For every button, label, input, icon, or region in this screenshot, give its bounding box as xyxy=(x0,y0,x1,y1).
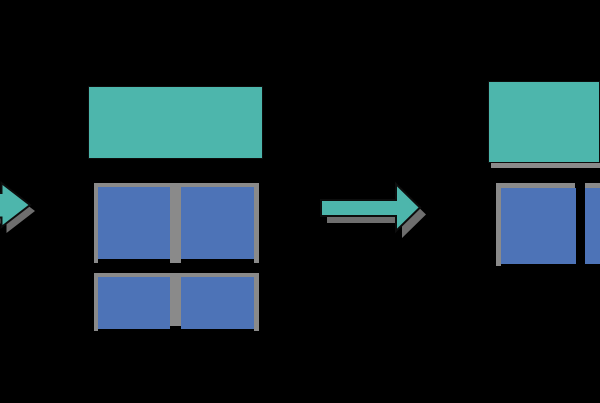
grid-frame-left-cell1 xyxy=(496,183,501,266)
flow-arrow-body xyxy=(320,181,422,234)
grid-frame-top-cell1 xyxy=(496,183,575,188)
grid-frame-left-row2 xyxy=(94,273,98,331)
grid-frame-top-cell2 xyxy=(585,183,600,188)
shard-cell xyxy=(181,187,254,259)
frame-gap xyxy=(104,329,164,332)
flow-arrow-icon xyxy=(320,181,426,238)
frame-gap xyxy=(187,329,248,332)
stage-1-header-block xyxy=(88,86,263,159)
stage-2-header-shadow xyxy=(491,163,600,168)
shard-cell xyxy=(181,277,254,329)
frame-gap xyxy=(104,259,164,263)
shard-cell xyxy=(98,187,170,259)
inflow-arrow-body xyxy=(0,180,32,230)
grid-frame-left-row1 xyxy=(94,183,98,263)
grid-frame-mid-row2 xyxy=(170,273,181,326)
grid-frame-right-row2 xyxy=(254,273,259,331)
shard-cell xyxy=(501,188,576,264)
grid-frame-mid-row1 xyxy=(170,183,181,263)
stage-2-header-block xyxy=(488,81,600,163)
frame-gap xyxy=(187,259,248,263)
shard-cell xyxy=(585,188,600,264)
grid-frame-right-row1 xyxy=(254,183,259,263)
inflow-arrow-icon xyxy=(0,180,35,233)
shard-cell xyxy=(98,277,170,329)
